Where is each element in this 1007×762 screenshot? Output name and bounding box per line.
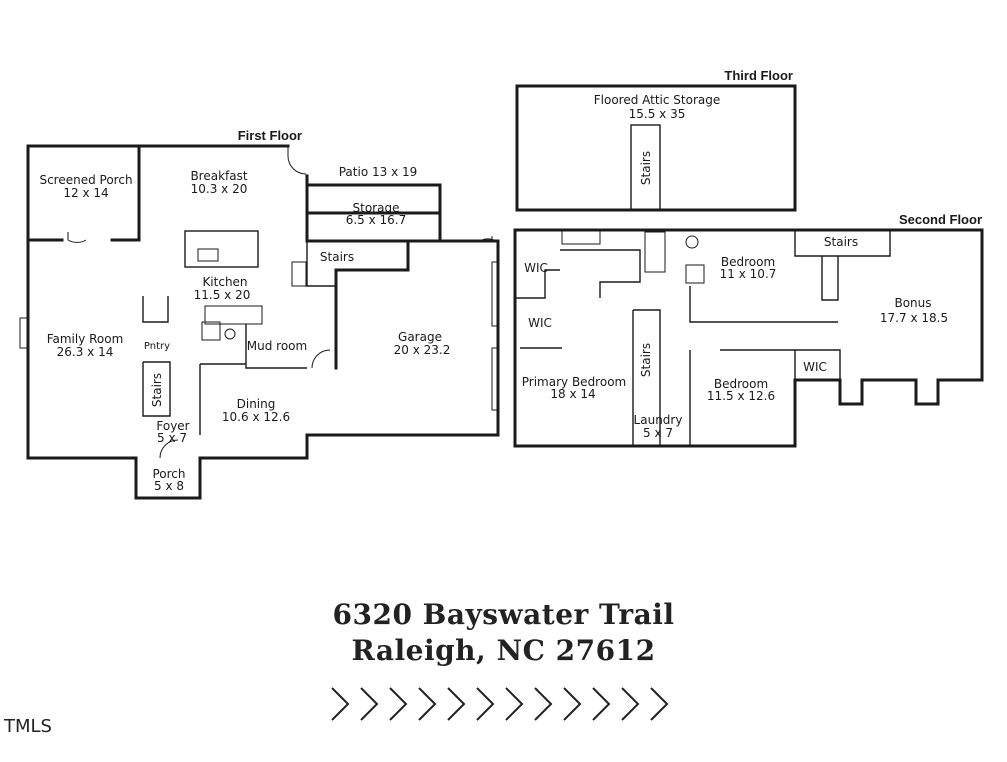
- double-sink: [561, 229, 601, 245]
- kitchen-island: [184, 230, 259, 268]
- primary-bedroom-dim: 18 x 14: [550, 387, 595, 401]
- brand-logo: TMLS: [4, 716, 52, 737]
- wic-1-label: WIC: [524, 261, 548, 275]
- foyer-dim: 5 x 7: [157, 431, 187, 445]
- pantry-label: Pntry: [144, 341, 170, 352]
- screened-porch-label: Screened Porch: [39, 173, 132, 187]
- address-line-2: Raleigh, NC 27612: [351, 634, 656, 667]
- bedroom1-wall: [689, 286, 838, 323]
- pantry-wall: [142, 361, 171, 417]
- interior-wall: [142, 296, 169, 323]
- bedroom-1-dim: 11 x 10.7: [720, 267, 777, 281]
- bedroom-2-label: Bedroom: [714, 377, 768, 391]
- wic-2-label: WIC: [528, 316, 552, 330]
- door-arc-foyer: [159, 439, 179, 459]
- attic-label: Floored Attic Storage: [594, 93, 721, 107]
- bath-sink: [201, 321, 221, 341]
- shower: [685, 264, 705, 284]
- stairs-garage-label: Stairs: [320, 250, 354, 264]
- attic-dim: 15.5 x 35: [629, 107, 686, 121]
- floor-plan-diagram: First Floor Screene: [19, 68, 984, 500]
- fireplace: [19, 317, 30, 349]
- attic-stairs: [630, 124, 661, 211]
- bath-wall: [560, 249, 641, 298]
- mudroom-wall: [245, 324, 307, 369]
- toilet-icon-2: [685, 235, 699, 249]
- dining-label: Dining: [237, 397, 276, 411]
- kitchen-label: Kitchen: [202, 275, 247, 289]
- door-arc-screened: [67, 232, 87, 243]
- wic-3-label: WIC: [803, 360, 827, 374]
- garage-dim: 20 x 23.2: [394, 343, 451, 357]
- stairs-top-box: [794, 230, 891, 257]
- first-floor-title: First Floor: [238, 128, 302, 143]
- chevron-row-icon: [331, 687, 669, 721]
- family-room-dim: 26.3 x 14: [57, 345, 114, 359]
- third-floor: Third Floor Floored Attic Storage 15.5 x…: [515, 68, 797, 212]
- bonus-label: Bonus: [894, 296, 931, 310]
- porch-dim: 5 x 8: [154, 479, 184, 493]
- porch-label: Porch: [152, 467, 185, 481]
- second-floor: Second Floor WIC WIC Bedroom 11 x 10.7 S…: [513, 212, 984, 448]
- counter: [204, 305, 263, 325]
- screened-porch-wall-2: [110, 144, 141, 242]
- storage-label: Storage: [353, 201, 400, 215]
- mud-room-label: Mud room: [247, 339, 307, 353]
- stairs-second-top-label: Stairs: [824, 235, 858, 249]
- bedroom-2-dim: 11.5 x 12.6: [707, 389, 775, 403]
- stairs-garage-outline: [306, 241, 336, 287]
- bonus-wall: [821, 256, 839, 301]
- garage-door-1: [491, 261, 499, 327]
- laundry-wall: [633, 309, 661, 446]
- storage-dim: 6.5 x 16.7: [346, 213, 407, 227]
- third-floor-title: Third Floor: [724, 68, 793, 83]
- door-arc-mudroom: [311, 349, 331, 369]
- garage-door-2: [491, 347, 499, 411]
- range: [291, 261, 307, 287]
- toilet-icon: [224, 328, 236, 340]
- dining-dim: 10.6 x 12.6: [222, 410, 290, 424]
- screened-porch-dim: 12 x 14: [63, 186, 108, 200]
- breakfast-label: Breakfast: [190, 169, 247, 183]
- second-floor-outline: [513, 228, 984, 448]
- stairs-first-label: Stairs: [150, 373, 164, 407]
- bonus-dim: 17.7 x 18.5: [880, 311, 948, 325]
- kitchen-sink: [197, 248, 219, 262]
- primary-bedroom-label: Primary Bedroom: [522, 375, 626, 389]
- family-room-label: Family Room: [47, 332, 124, 346]
- door-arc-garage: [479, 236, 497, 242]
- storage-wall: [305, 183, 442, 243]
- first-floor: First Floor Screene: [19, 128, 500, 500]
- stairs-second-label: Stairs: [639, 343, 653, 377]
- bedroom2-top: [720, 349, 841, 380]
- address-line-1: 6320 Bayswater Trail: [332, 598, 675, 631]
- door-arc-breakfast: [287, 146, 307, 175]
- bedroom-1-label: Bedroom: [721, 255, 775, 269]
- attic-stairs-label: Stairs: [639, 151, 653, 185]
- garage-stairs-wall: [334, 239, 410, 370]
- breakfast-dim: 10.3 x 20: [191, 182, 248, 196]
- wic-wall: [515, 269, 560, 299]
- foyer-label: Foyer: [156, 419, 189, 433]
- garage-label: Garage: [398, 330, 442, 344]
- kitchen-dim: 11.5 x 20: [194, 288, 251, 302]
- patio-label: Patio 13 x 19: [339, 165, 418, 179]
- laundry-dim: 5 x 7: [643, 426, 673, 440]
- second-floor-title: Second Floor: [899, 212, 982, 227]
- laundry-label: Laundry: [634, 413, 683, 427]
- bathtub: [644, 231, 666, 273]
